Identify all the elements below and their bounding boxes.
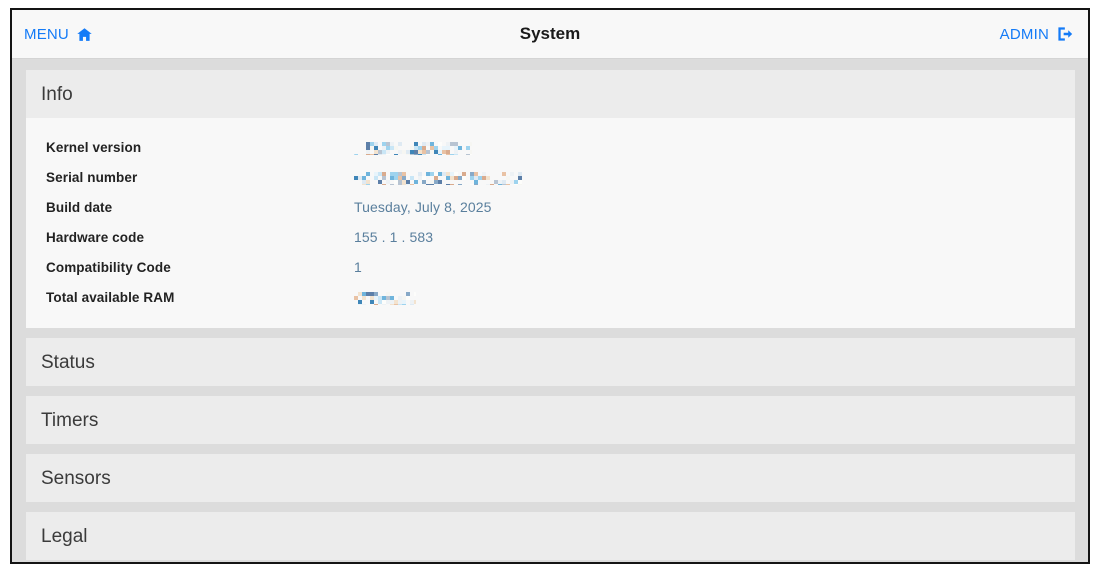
info-value: Tuesday, July 8, 2025 (354, 199, 492, 215)
info-label: Hardware code (46, 229, 145, 245)
menu-label: MENU (24, 25, 69, 43)
panel-timers: Timers (26, 396, 1075, 444)
redacted-value (354, 141, 472, 155)
panel-title-sensors: Sensors (41, 467, 111, 489)
info-value: 1 (354, 259, 362, 275)
info-value (354, 139, 472, 155)
info-row: Hardware code 155 . 1 . 583 (26, 222, 1075, 252)
panel-title-info: Info (41, 83, 73, 105)
redacted-value (354, 171, 526, 185)
top-navigation-bar: MENU System ADMIN (12, 10, 1088, 59)
info-label: Build date (46, 199, 113, 215)
panel-title-legal: Legal (41, 525, 88, 547)
info-value (354, 169, 526, 185)
panel-header-info[interactable]: Info (26, 70, 1075, 118)
sign-out-icon (1056, 25, 1074, 43)
info-label: Kernel version (46, 139, 142, 155)
info-value: 155 . 1 . 583 (354, 229, 434, 245)
page-title: System (519, 24, 581, 43)
panel-sensors: Sensors (26, 454, 1075, 502)
info-label: Serial number (46, 169, 138, 185)
home-icon (76, 25, 94, 43)
panel-header-sensors[interactable]: Sensors (26, 454, 1075, 502)
panel-header-legal[interactable]: Legal (26, 512, 1075, 560)
panel-legal: Legal (26, 512, 1075, 560)
info-row: Total available RAM (26, 282, 1075, 312)
panel-title-status: Status (41, 351, 95, 373)
redacted-value (354, 291, 416, 305)
info-row: Serial number (26, 162, 1075, 192)
admin-logout-button[interactable]: ADMIN (1000, 10, 1074, 58)
admin-label: ADMIN (999, 25, 1049, 43)
panel-header-timers[interactable]: Timers (26, 396, 1075, 444)
info-value (354, 289, 416, 305)
info-row: Build date Tuesday, July 8, 2025 (26, 192, 1075, 222)
panel-status: Status (26, 338, 1075, 386)
info-row: Compatibility Code 1 (26, 252, 1075, 282)
info-label: Total available RAM (46, 289, 175, 305)
panel-header-status[interactable]: Status (26, 338, 1075, 386)
panel-title-timers: Timers (41, 409, 99, 431)
menu-button[interactable]: MENU (24, 10, 94, 58)
info-label: Compatibility Code (46, 259, 171, 275)
info-row: Kernel version (26, 132, 1075, 162)
